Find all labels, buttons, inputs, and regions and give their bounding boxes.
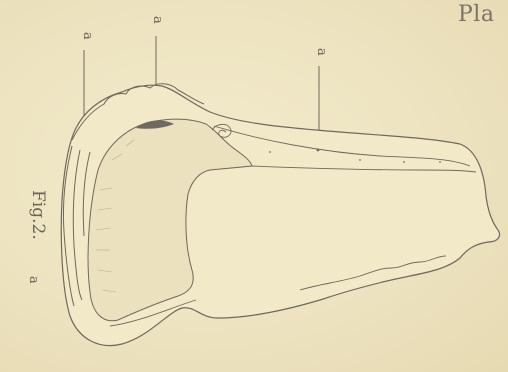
leader-label-a-bottom: a [27,276,40,284]
figure-label: Fig.2. [29,190,46,240]
leader-label-a-mid: a [151,16,164,24]
leader-label-a-left: a [81,32,94,40]
plate-title: Pla [458,4,494,26]
leader-label-a-right: a [315,48,328,56]
